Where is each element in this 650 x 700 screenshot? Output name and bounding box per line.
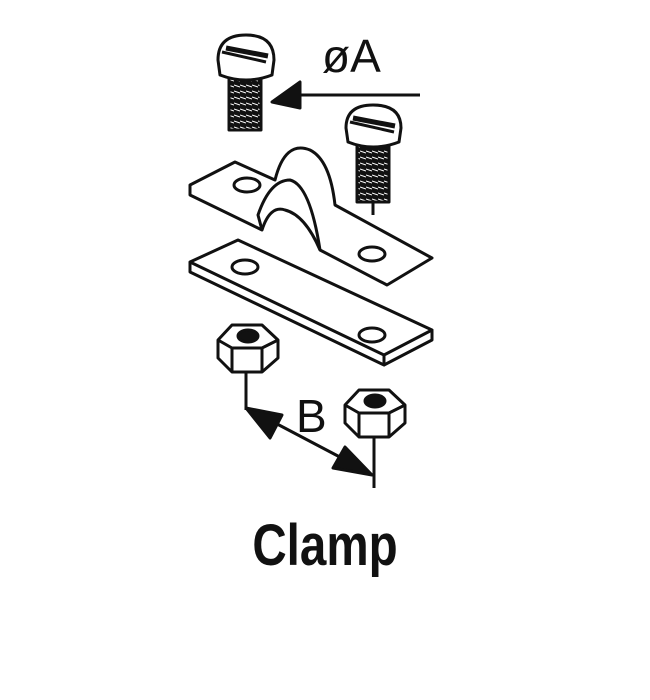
spacing-dimension bbox=[244, 372, 376, 488]
nut-left bbox=[216, 323, 280, 374]
diameter-label: øA bbox=[322, 30, 381, 82]
diagram-title: Clamp bbox=[252, 513, 398, 578]
clamp-base-plate bbox=[188, 238, 434, 367]
nut-right bbox=[343, 388, 407, 439]
screw-right bbox=[344, 103, 403, 215]
diameter-dimension bbox=[270, 80, 420, 110]
clamp-strap bbox=[188, 146, 434, 287]
screw-left bbox=[216, 33, 276, 132]
spacing-label: B bbox=[296, 390, 327, 442]
